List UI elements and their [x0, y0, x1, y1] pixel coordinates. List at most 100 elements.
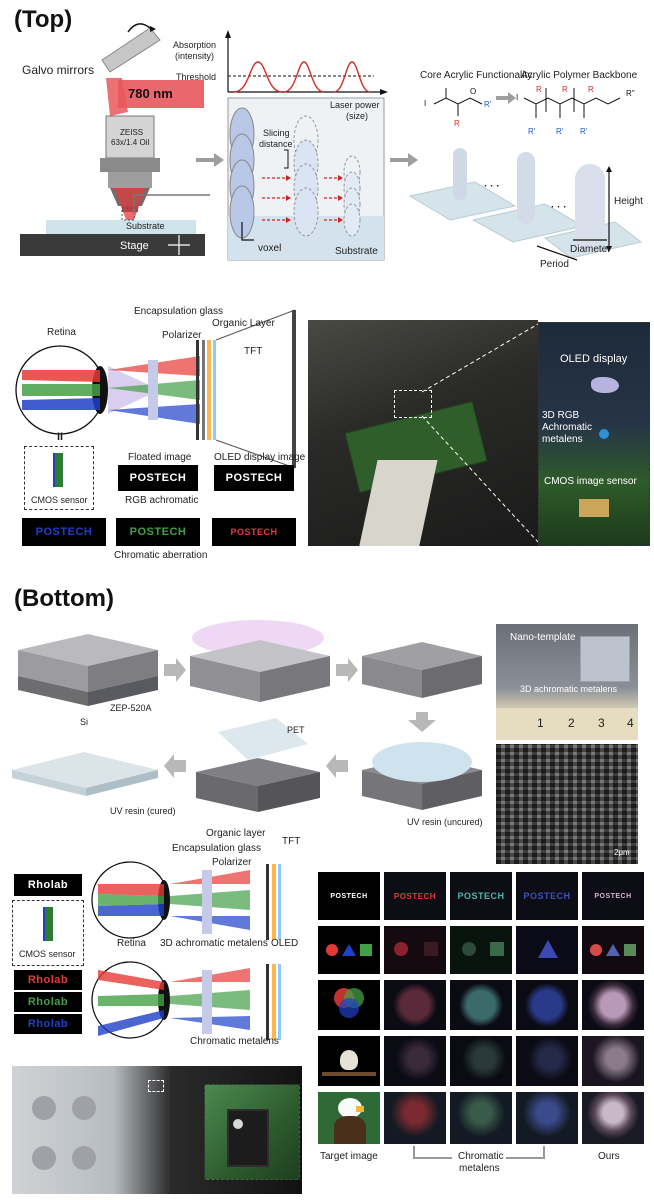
svg-text:R'': R'': [626, 89, 635, 98]
label-height: Height: [614, 196, 643, 207]
label-pet: PET: [287, 725, 305, 735]
ruler-4: 4: [627, 716, 634, 730]
chip-block: [579, 499, 609, 517]
label-diameter: Diameter: [570, 244, 611, 255]
label-uv-cured: UV resin (cured): [110, 806, 176, 816]
eye-display-diagram: [15, 309, 296, 469]
svg-text:R: R: [562, 85, 568, 94]
svg-text:R': R': [528, 127, 536, 136]
label-3d-metalens-bottom: 3D achromatic metalens: [160, 938, 268, 949]
absorption-voxel-diagram: [225, 30, 388, 261]
flow-arrow-2: [390, 153, 418, 167]
grid-r3-c2: [384, 980, 446, 1030]
zoom-region: [394, 390, 432, 418]
grid-r1-c2: POSTECH: [384, 872, 446, 920]
label-rgb-achromatic: RGB achromatic: [125, 495, 199, 506]
grid-r4-c4: [516, 1036, 578, 1086]
label-metalens-1: 3D RGB: [542, 410, 580, 421]
label-cmos-sensor-bottom: CMOS sensor: [19, 949, 76, 959]
fab-step-2: [190, 640, 330, 702]
metalens-dot: [599, 429, 609, 439]
label-polymer-backbone: Acrylic Polymer Backbone: [521, 70, 638, 81]
grid-r5-c1: [318, 1092, 380, 1144]
label-tft: TFT: [244, 346, 263, 357]
label-si: Si: [80, 717, 89, 727]
label-chromatic-aberration: Chromatic aberration: [114, 550, 208, 561]
tpl-setup-diagram: [20, 23, 210, 256]
label-equals: II: [57, 431, 64, 443]
ruler-3: 3: [598, 716, 605, 730]
label-oled-display-image: OLED display image: [214, 452, 306, 463]
label-uv-uncured: UV resin (uncured): [407, 817, 483, 827]
label-substrate-graph: Substrate: [335, 246, 378, 257]
label-oled-display: OLED display: [560, 353, 628, 365]
label-ellipsis-1: · · ·: [484, 181, 500, 192]
grid-r5-c3: [450, 1092, 512, 1144]
label-oled-bottom: OLED: [271, 938, 299, 949]
fab-step-6: [12, 752, 158, 796]
substrate-plate: [46, 220, 196, 234]
device-photo: [308, 320, 538, 546]
move-arrows-icon: [168, 235, 190, 255]
svg-text:R': R': [556, 127, 564, 136]
absorption-peak-3: [333, 61, 371, 93]
label-laser-power-2: (size): [346, 111, 368, 121]
label-target-image: Target image: [320, 1151, 378, 1162]
fab-step-1: [18, 634, 158, 706]
label-absorption-1: Absorption: [173, 40, 217, 50]
grid-r2-c2: [384, 926, 446, 974]
label-tft-bottom: TFT: [282, 836, 301, 847]
ruler-2: 2: [568, 716, 575, 730]
label-objective-2: 63x/1.4 Oil: [111, 138, 150, 147]
label-chromatic-bottom: Chromatic metalens: [190, 1036, 279, 1047]
experiment-zoom-photo: [204, 1084, 300, 1180]
absorption-peak-2: [283, 61, 325, 93]
nano-template-photo: [496, 624, 638, 740]
svg-text:R: R: [588, 85, 594, 94]
label-cmos-sensor: CMOS sensor: [31, 495, 88, 505]
cmos-chip-icon: [53, 453, 63, 487]
cmos-sensor-box: CMOS sensor: [24, 446, 94, 510]
rholab-white: Rholab: [14, 874, 82, 896]
voxel-stack-medium: [293, 115, 319, 237]
ruler-strip: [496, 708, 638, 740]
label-slicing-1: Slicing: [263, 128, 290, 138]
flow-arrow-1: [196, 153, 224, 167]
zoom-photo: [538, 322, 650, 546]
label-ellipsis-2: · · ·: [551, 202, 567, 213]
postech-green: POSTECH: [116, 518, 200, 546]
label-organic-layer: Organic Layer: [212, 318, 275, 329]
fab-step-5: [196, 718, 320, 812]
grid-r3-c1: [318, 980, 380, 1030]
grid-r5-c2: [384, 1092, 446, 1144]
postech-oled: POSTECH: [214, 465, 294, 491]
svg-text:R: R: [454, 119, 460, 128]
label-metalens-2: Achromatic: [542, 422, 593, 433]
svg-text:R': R': [484, 100, 492, 109]
grid-r4-c5: [582, 1036, 644, 1086]
fab-step-4: [362, 742, 482, 810]
label-3d-metalens-photo: 3D achromatic metalens: [520, 684, 618, 694]
absorption-peak-1: [233, 61, 283, 93]
label-encap-bottom: Encapsulation glass: [172, 843, 261, 854]
nano-sample: [580, 636, 630, 682]
grid-r2-c1: [318, 926, 380, 974]
svg-text:R': R': [580, 127, 588, 136]
label-threshold: Threshold: [176, 72, 217, 82]
label-chromatic-col-1: Chromatic: [458, 1151, 504, 1162]
cmos-sensor-box-bottom: CMOS sensor: [12, 900, 84, 966]
label-chromatic-col-2: metalens: [459, 1163, 500, 1174]
galvo-mirror-icon: [101, 23, 161, 73]
cmos-chip-icon-bottom: [43, 907, 53, 941]
label-polarizer-bottom: Polarizer: [212, 857, 252, 868]
svg-text:O: O: [470, 87, 476, 96]
results-grid: POSTECH POSTECH POSTECH POSTECH POSTECH: [318, 872, 646, 1152]
grid-r3-c4: [516, 980, 578, 1030]
grid-r4-c2: [384, 1036, 446, 1086]
grid-r5-c4: [516, 1092, 578, 1144]
grid-r1-c5: POSTECH: [582, 872, 644, 920]
chromatic-bracket: [413, 1146, 545, 1159]
fab-step-3: [362, 642, 482, 698]
laser-beam: [118, 80, 204, 108]
label-absorption-2: (intensity): [175, 51, 215, 61]
